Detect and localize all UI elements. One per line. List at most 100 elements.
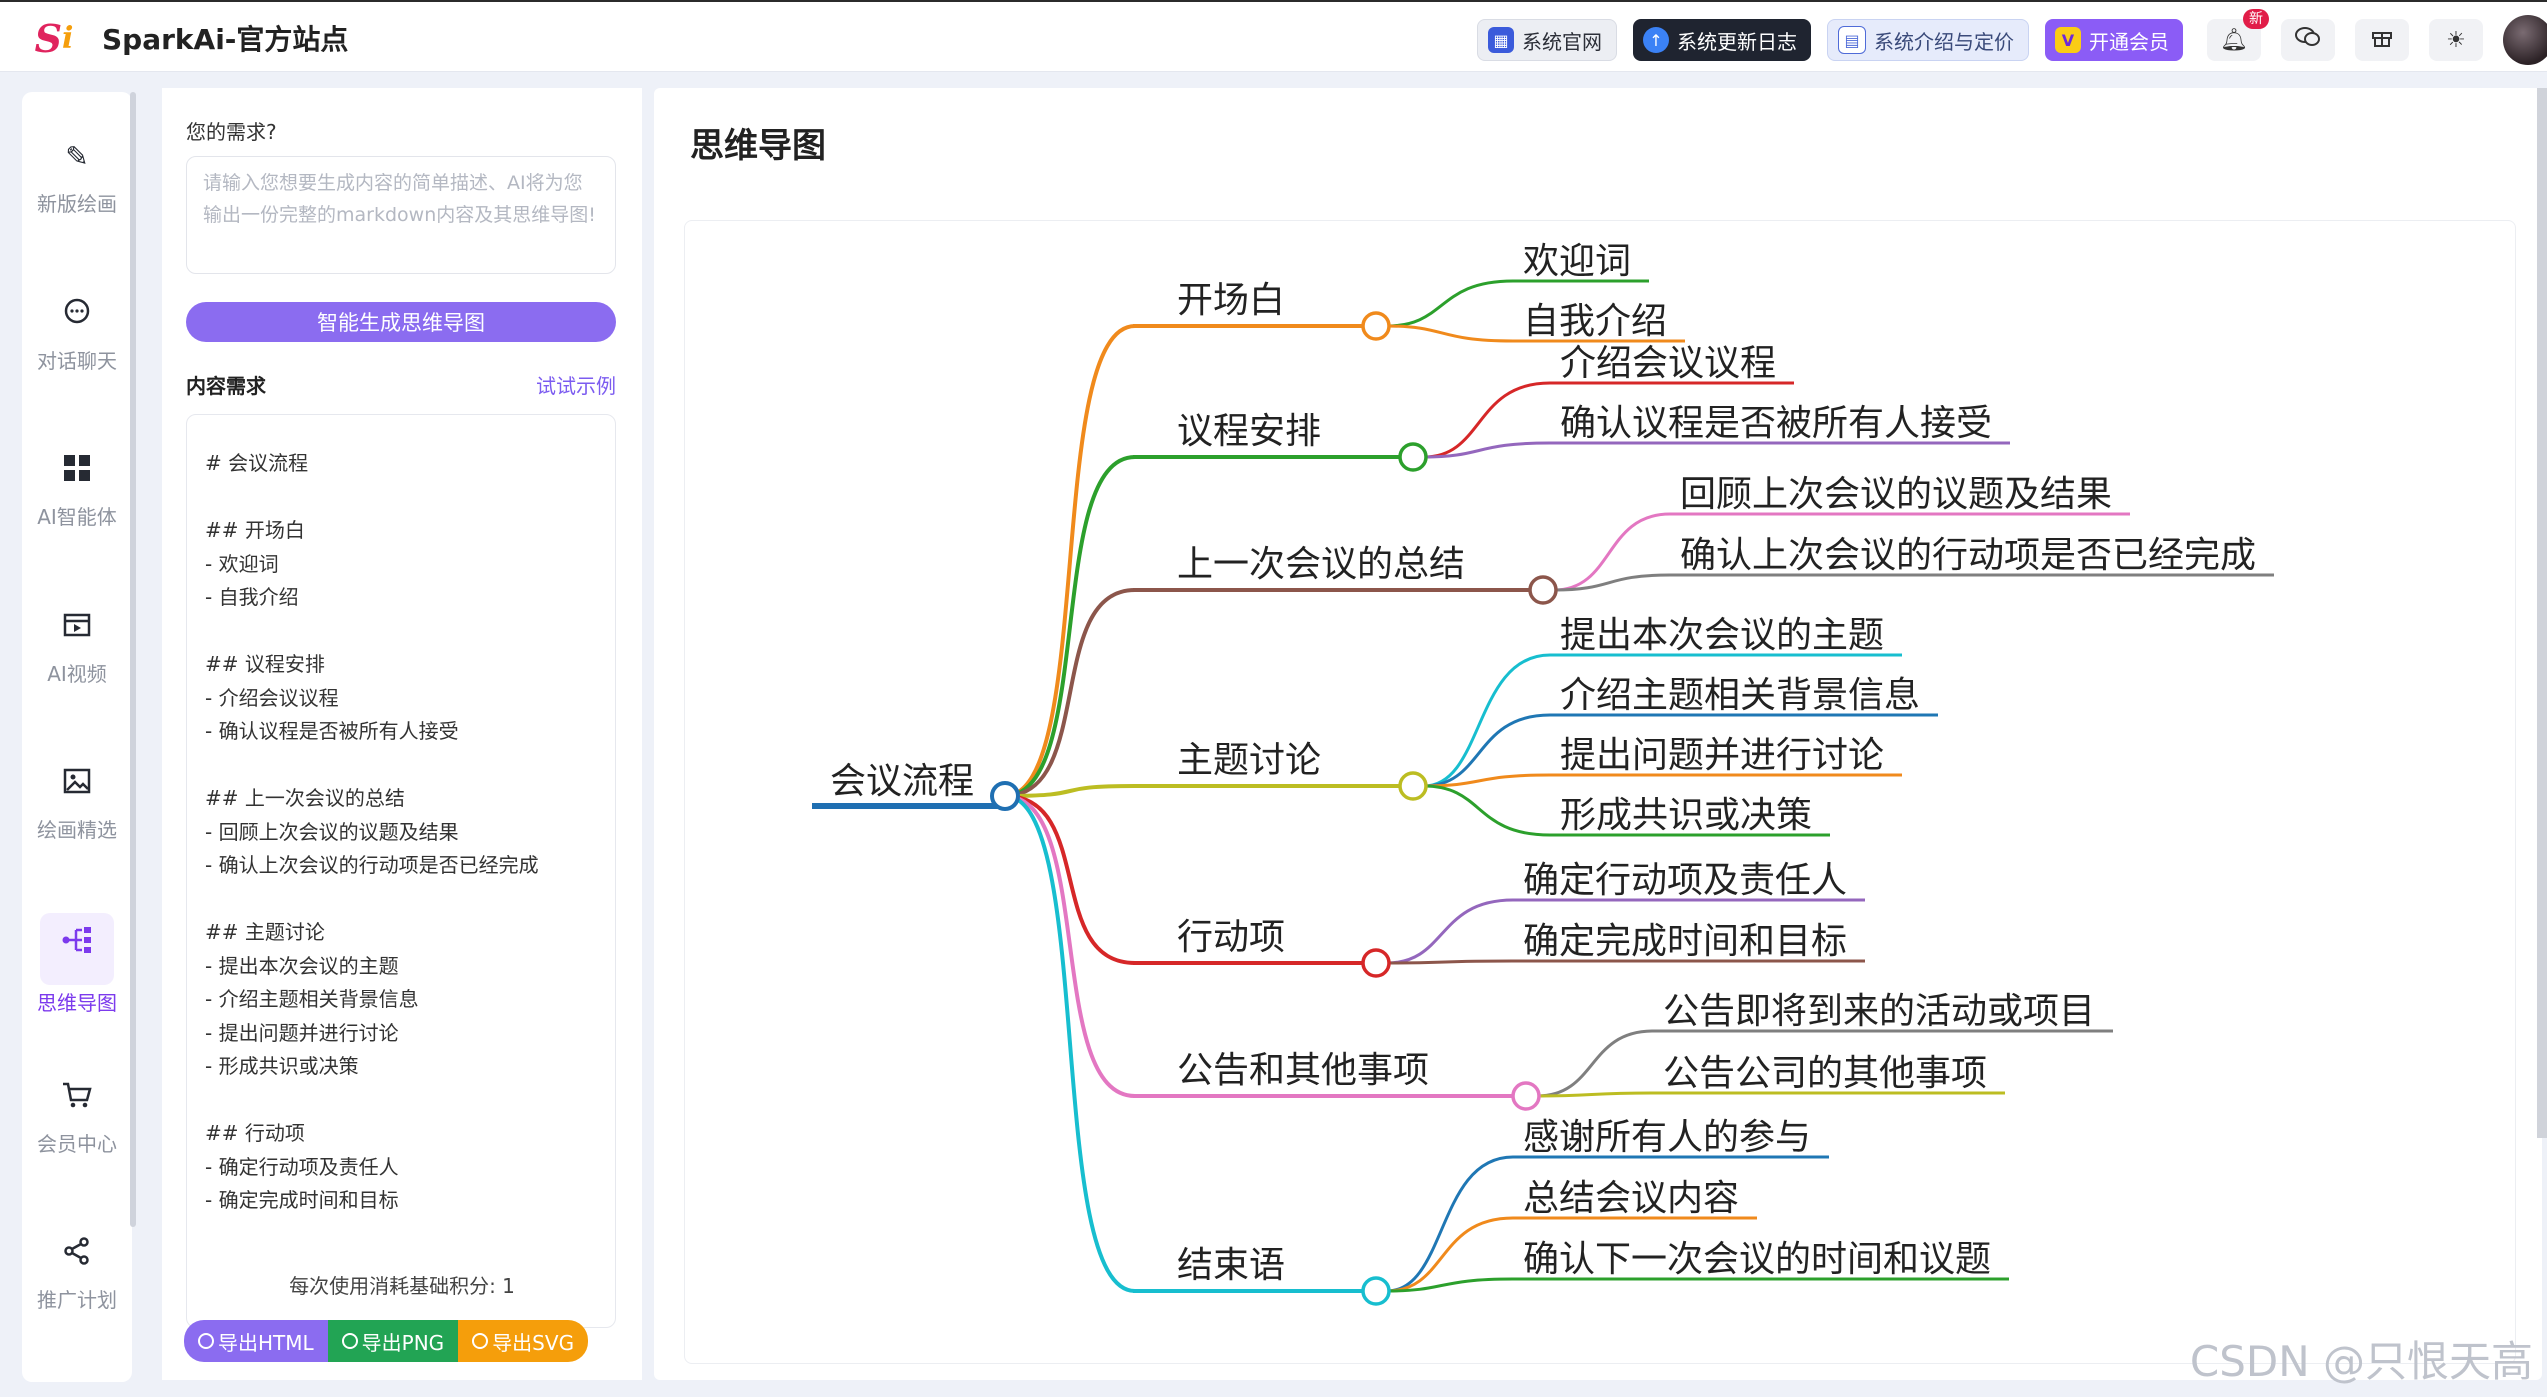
markdown-line: - 介绍主题相关背景信息	[205, 987, 419, 1011]
pen-icon: ✎	[65, 140, 89, 173]
nav-item-new-drawing[interactable]: ✎ 新版绘画	[22, 92, 132, 232]
document-icon: ▤	[1838, 26, 1866, 54]
image-icon	[62, 766, 92, 800]
nav-item-ai-agent[interactable]: AI智能体	[22, 405, 132, 545]
markdown-line: - 形成共识或决策	[205, 1054, 359, 1078]
markdown-line: - 确认议程是否被所有人接受	[205, 719, 459, 743]
child-connector	[1423, 441, 2010, 459]
branch-node	[1361, 311, 1391, 341]
child-connector	[1553, 573, 2274, 592]
markdown-line: - 欢迎词	[205, 551, 279, 576]
share-icon	[62, 1236, 92, 1270]
export-html-button[interactable]: 导出HTML	[184, 1320, 328, 1362]
branch-label: 结束语	[1177, 1245, 1285, 1286]
wechat-icon	[2295, 26, 2321, 54]
film-icon	[62, 610, 92, 644]
root-label: 会议流程	[830, 761, 974, 802]
nav-item-label: 新版绘画	[37, 192, 117, 216]
vip-icon: V	[2055, 27, 2081, 53]
branch-label: 主题讨论	[1177, 740, 1321, 781]
need-label: 您的需求?	[186, 120, 277, 144]
child-label: 形成共识或决策	[1560, 795, 1812, 836]
nav-item-label: 绘画精选	[37, 818, 117, 842]
site-icon: ▦	[1488, 27, 1514, 53]
markdown-line	[205, 883, 597, 917]
upload-arrow-icon: ↑	[1643, 27, 1669, 53]
nav-item-label: 推广计划	[37, 1288, 117, 1312]
intro-pricing-button[interactable]: ▤ 系统介绍与定价	[1827, 19, 2029, 61]
child-connector	[1386, 959, 1865, 965]
nav-item-gallery[interactable]: 绘画精选	[22, 718, 132, 858]
branch-label: 公告和其他事项	[1177, 1050, 1429, 1091]
markdown-line: ## 行动项	[205, 1121, 305, 1145]
vip-button[interactable]: V 开通会员	[2045, 19, 2183, 61]
export-png-label: 导出PNG	[361, 1330, 445, 1355]
markdown-line: ## 上一次会议的总结	[205, 786, 405, 810]
child-connector	[1423, 773, 1902, 788]
child-connector	[1386, 1216, 1757, 1293]
gift-icon	[2371, 26, 2393, 54]
notification-button[interactable]: 🔔︎ 新	[2207, 9, 2269, 61]
info-icon	[198, 1333, 214, 1349]
sidebar-nav: ✎ 新版绘画 对话聊天 AI智能体 AI视频 绘画精选 思维导图	[22, 92, 136, 1382]
export-svg-button[interactable]: 导出SVG	[458, 1320, 589, 1362]
export-html-label: 导出HTML	[218, 1330, 314, 1355]
page-scrollbar[interactable]	[2537, 88, 2547, 1138]
sidebar-scrollbar[interactable]	[130, 92, 136, 1227]
nav-item-ai-video[interactable]: AI视频	[22, 562, 132, 702]
branch-connector	[1004, 324, 1136, 798]
child-label: 回顾上次会议的议题及结果	[1680, 474, 2112, 515]
branch-node	[1528, 575, 1558, 605]
nav-item-mindmap[interactable]: 思维导图	[22, 875, 132, 1015]
main-panel: 思维导图 会议流程开场白欢迎词自我介绍议程安排介绍会议议程确认议程是否被所有人接…	[654, 88, 2542, 1380]
child-label: 确定完成时间和目标	[1523, 921, 1847, 962]
child-label: 自我介绍	[1523, 301, 1667, 342]
cost-text: 每次使用消耗基础积分: 1	[289, 1274, 515, 1298]
child-connector	[1386, 1277, 2009, 1293]
markdown-line	[205, 481, 597, 515]
content-label: 内容需求	[186, 374, 266, 398]
child-label: 确认上次会议的行动项是否已经完成	[1680, 535, 2256, 576]
branch-connector	[1004, 455, 1136, 798]
nav-item-referral[interactable]: 推广计划	[22, 1188, 132, 1328]
try-example-link[interactable]: 试试示例	[536, 374, 616, 398]
theme-toggle-button[interactable]: ☀	[2429, 19, 2483, 61]
need-input[interactable]: 请输入您想要生成内容的简单描述、AI将为您输出一份完整的markdown内容及其…	[186, 156, 616, 274]
child-label: 公告即将到来的活动或项目	[1663, 991, 2095, 1032]
branch-connector	[1004, 794, 1136, 1293]
export-svg-label: 导出SVG	[492, 1330, 575, 1355]
nav-item-chat[interactable]: 对话聊天	[22, 249, 132, 389]
generate-mindmap-button[interactable]: 智能生成思维导图	[186, 302, 616, 342]
child-connector	[1423, 653, 1902, 788]
form-panel: 您的需求? 请输入您想要生成内容的简单描述、AI将为您输出一份完整的markdo…	[162, 88, 642, 1380]
child-connector	[1536, 1029, 2113, 1098]
nav-item-label: 思维导图	[37, 991, 117, 1015]
branch-node	[1398, 771, 1428, 801]
gift-button[interactable]	[2355, 19, 2409, 61]
child-label: 确认议程是否被所有人接受	[1560, 403, 1992, 444]
changelog-button[interactable]: ↑ 系统更新日志	[1633, 19, 1811, 61]
bell-icon: 🔔︎	[2220, 27, 2248, 53]
child-label: 欢迎词	[1523, 241, 1631, 282]
branch-label: 开场白	[1177, 280, 1285, 321]
branch-node	[1511, 1081, 1541, 1111]
wechat-button[interactable]	[2281, 19, 2335, 61]
branch-connector	[1004, 794, 1136, 965]
markdown-editor[interactable]: # 会议流程 ## 开场白- 欢迎词- 自我介绍 ## 议程安排- 介绍会议议程…	[186, 414, 616, 1328]
export-png-button[interactable]: 导出PNG	[327, 1320, 459, 1362]
nav-item-label: AI视频	[47, 662, 107, 686]
nav-item-member-center[interactable]: 会员中心	[22, 1032, 132, 1172]
markdown-line	[205, 1084, 597, 1118]
branch-connector	[1004, 784, 1136, 798]
markdown-line: - 提出本次会议的主题	[205, 953, 399, 978]
user-avatar[interactable]	[2503, 15, 2547, 65]
child-label: 提出本次会议的主题	[1560, 615, 1884, 656]
markdown-line: ## 主题讨论	[205, 920, 325, 944]
new-badge: 新	[2243, 9, 2269, 29]
official-site-button[interactable]: ▦ 系统官网	[1477, 19, 1617, 61]
cart-icon	[61, 1080, 93, 1114]
markdown-line	[205, 615, 597, 649]
mindmap-canvas[interactable]: 会议流程开场白欢迎词自我介绍议程安排介绍会议议程确认议程是否被所有人接受上一次会…	[684, 220, 2516, 1364]
